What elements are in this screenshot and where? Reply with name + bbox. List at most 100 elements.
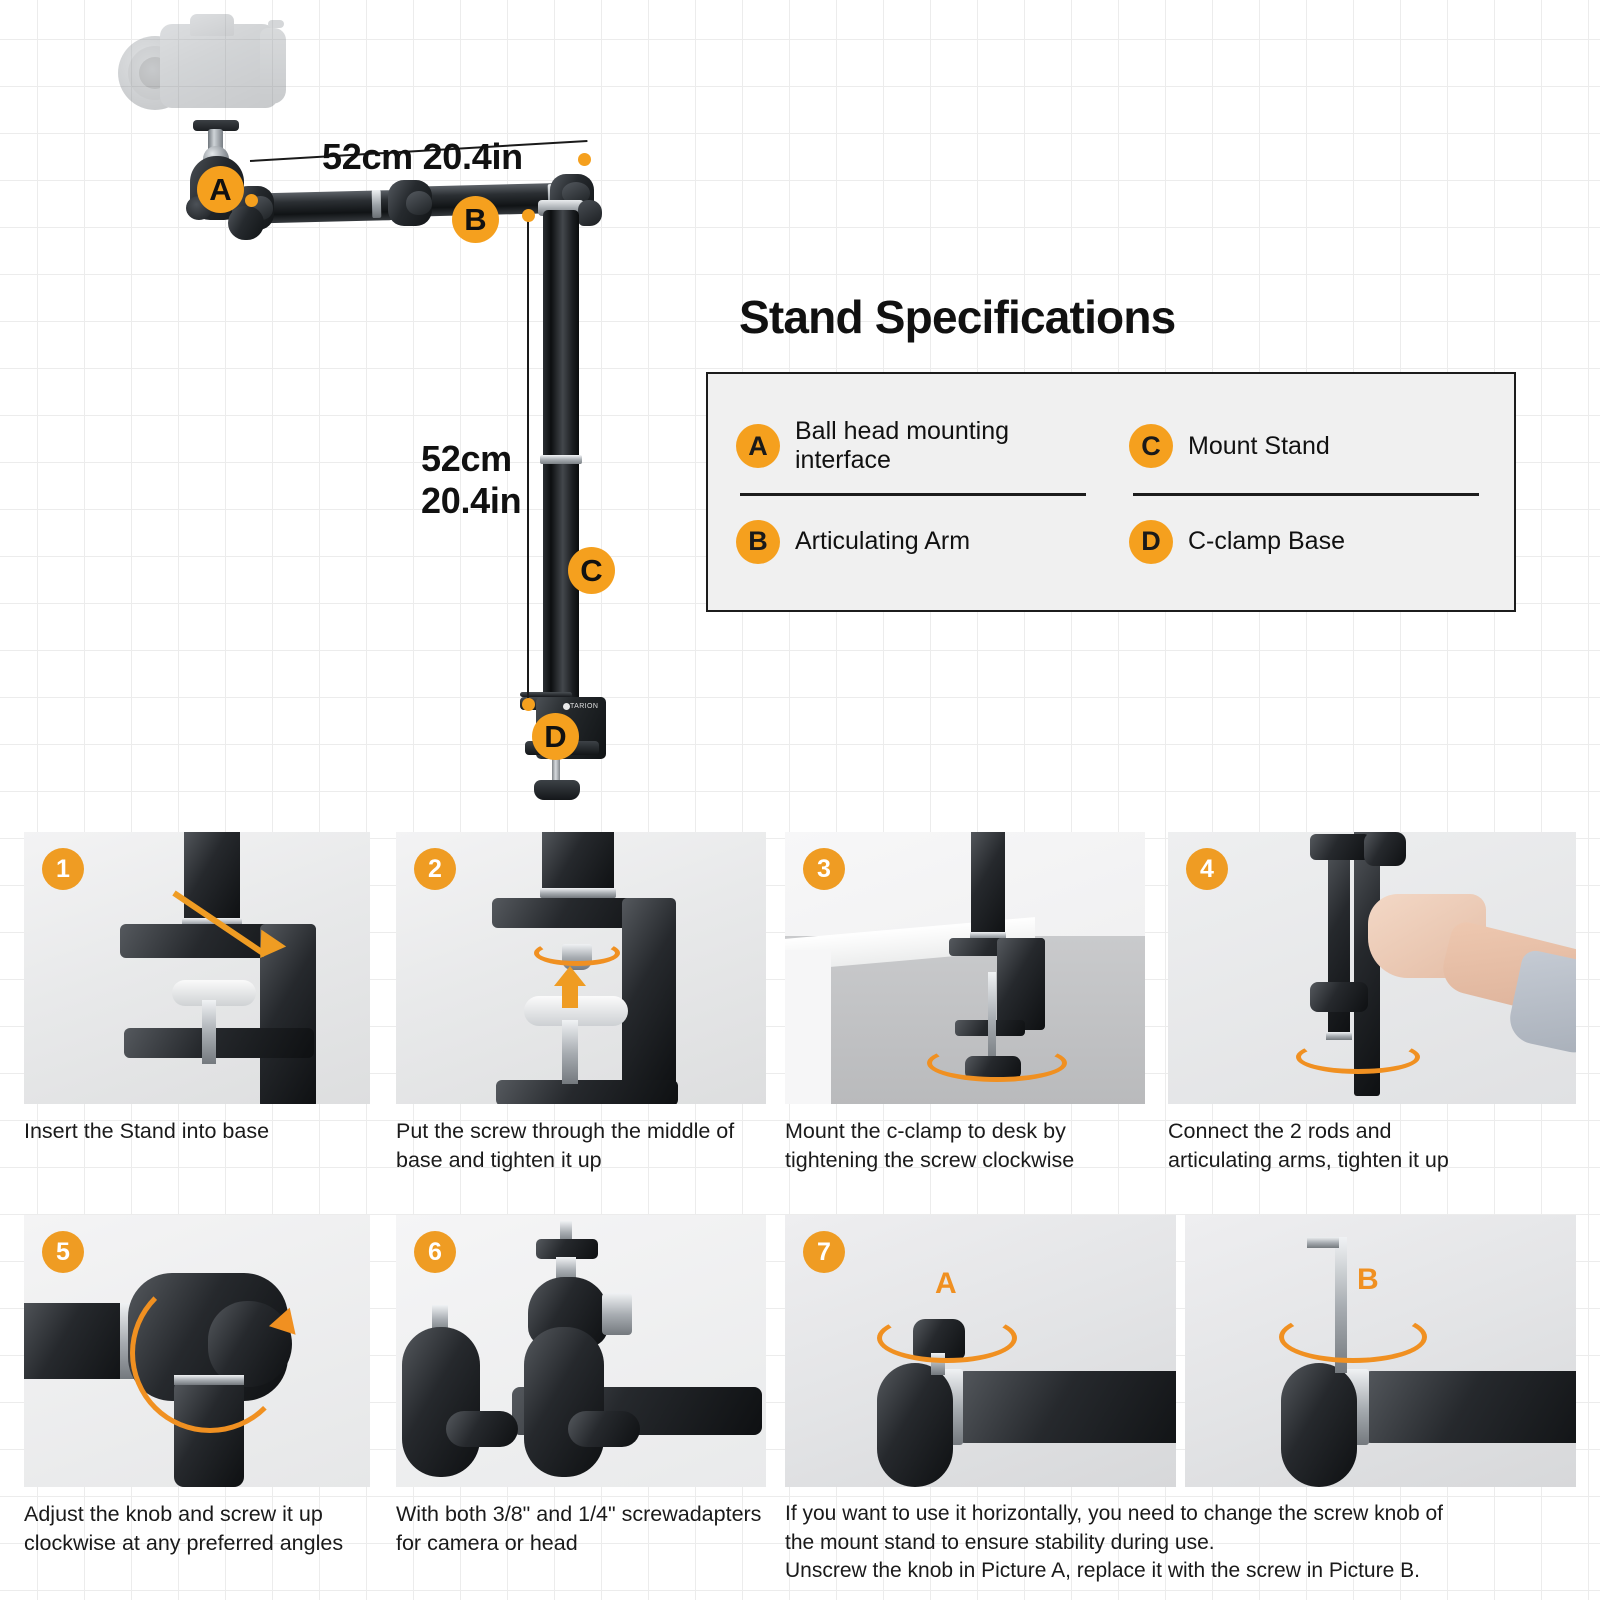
step-2-caption: Put the screw through the middle of base… bbox=[396, 1119, 735, 1172]
rotate-arrow bbox=[534, 940, 620, 966]
step-6-caption: With both 3/8" and 1/4" screwadapters fo… bbox=[396, 1502, 762, 1555]
sub-label-a: A bbox=[935, 1267, 957, 1300]
mount-rod bbox=[971, 832, 1005, 940]
mount-screw-knob bbox=[536, 1239, 598, 1259]
step-7-caption: If you want to use it horizontally, you … bbox=[785, 1502, 1444, 1583]
arm-joint-mid-knob bbox=[406, 191, 432, 215]
callout-badge-c: C bbox=[568, 547, 615, 594]
spec-item-c: C Mount Stand bbox=[1129, 400, 1486, 493]
spec-badge-c: C bbox=[1129, 424, 1173, 469]
clamp-screw bbox=[552, 754, 560, 784]
clamp-foot-knob bbox=[534, 780, 580, 800]
screw-shaft bbox=[562, 1020, 578, 1084]
step-3-caption: Mount the c-clamp to desk by tightening … bbox=[785, 1119, 1075, 1172]
spec-column-right: C Mount Stand D C-clamp Base bbox=[1129, 400, 1486, 588]
dimension-label-vertical-in: 20.4in bbox=[421, 479, 522, 521]
ball-stem bbox=[556, 1257, 576, 1283]
step-1-caption: Insert the Stand into base bbox=[24, 1119, 270, 1143]
spec-item-b: B Articulating Arm bbox=[736, 496, 1093, 589]
callout-badge-b: B bbox=[452, 196, 499, 243]
spec-badge-a: A bbox=[736, 424, 780, 469]
spec-divider-right bbox=[1133, 492, 1480, 496]
arm-tube-left bbox=[24, 1303, 134, 1379]
camera-lens bbox=[118, 36, 192, 110]
dimension-endpoint-bottom bbox=[522, 698, 535, 711]
camera-lens-inner bbox=[139, 57, 171, 89]
rod-collar bbox=[540, 455, 582, 464]
clamp-spine bbox=[622, 898, 676, 1088]
spec-label-a: Ball head mounting interface bbox=[795, 416, 1010, 475]
step-4-photo: 4 bbox=[1168, 832, 1576, 1104]
rod-collar bbox=[1326, 1032, 1352, 1040]
joint-pod bbox=[877, 1363, 953, 1487]
joint-knob-left bbox=[446, 1411, 518, 1447]
rod-collar bbox=[970, 932, 1006, 940]
hex-key-handle bbox=[1307, 1237, 1339, 1248]
rod-top-lever bbox=[578, 200, 602, 226]
joint-pod-left bbox=[402, 1327, 480, 1477]
camera-body bbox=[160, 24, 278, 108]
step-panel-2: 2 Put the screw through the middle of ba… bbox=[396, 832, 766, 1174]
dimension-line-vertical bbox=[527, 215, 529, 705]
rotate-arrow bbox=[1279, 1311, 1427, 1363]
step-5-photo: 5 bbox=[24, 1215, 370, 1487]
spec-column-left: A Ball head mounting interface B Articul… bbox=[736, 400, 1093, 588]
arm-joint-top-knob bbox=[1364, 832, 1406, 866]
dimension-endpoint-left bbox=[245, 194, 258, 207]
spec-badge-d: D bbox=[1129, 519, 1173, 564]
callout-badge-d: D bbox=[532, 713, 579, 760]
up-arrow-stem bbox=[562, 980, 578, 1008]
dimension-label-vertical-cm: 52cm bbox=[421, 438, 512, 479]
step-badge-6: 6 bbox=[414, 1231, 456, 1273]
rotate-arrow bbox=[1296, 1040, 1420, 1074]
dimension-endpoint-right bbox=[578, 153, 591, 166]
spec-panel-title: Stand Specifications bbox=[739, 291, 1176, 343]
brand-logo-dot bbox=[563, 703, 570, 710]
step-7-photo-a: 7 A bbox=[785, 1215, 1176, 1487]
spec-label-c: Mount Stand bbox=[1188, 431, 1330, 460]
step-1-photo: 1 bbox=[24, 832, 370, 1104]
spec-item-d: D C-clamp Base bbox=[1129, 496, 1486, 589]
step-4-caption: Connect the 2 rods and articulating arms… bbox=[1168, 1119, 1449, 1172]
up-arrow-head bbox=[554, 966, 586, 986]
clamp-spine bbox=[260, 924, 316, 1104]
assembly-steps: 1 Insert the Stand into base 2 bbox=[0, 820, 1600, 1600]
arm-tube bbox=[955, 1371, 1176, 1443]
clamp-body bbox=[997, 938, 1045, 1030]
rotate-arrow bbox=[877, 1313, 1017, 1363]
camera-pentaprism bbox=[190, 14, 234, 36]
arm-joint-c-knob bbox=[562, 182, 590, 204]
joint-pod bbox=[1281, 1363, 1357, 1487]
spec-divider-left bbox=[740, 492, 1087, 496]
screw-shaft bbox=[202, 1000, 216, 1064]
step-badge-5: 5 bbox=[42, 1231, 84, 1273]
step-5-caption: Adjust the knob and screw it up clockwis… bbox=[24, 1502, 344, 1555]
clamp-handle bbox=[520, 692, 572, 697]
callout-badge-a: A bbox=[197, 166, 244, 213]
step-badge-4: 4 bbox=[1186, 848, 1228, 890]
step-panel-5: 5 Adjust the knob and screw it up clockw… bbox=[24, 1215, 370, 1557]
rod-end bbox=[542, 832, 614, 894]
step-badge-3: 3 bbox=[803, 848, 845, 890]
spec-label-d: C-clamp Base bbox=[1188, 527, 1345, 555]
ball-head-lever bbox=[602, 1293, 632, 1335]
clamp-bottom-plate bbox=[124, 1028, 314, 1058]
camera-shutter-button bbox=[268, 20, 284, 28]
ball-head-plate bbox=[193, 120, 239, 131]
step-7-photo: 7 A B bbox=[785, 1215, 1576, 1487]
dimension-endpoint-top bbox=[522, 209, 535, 222]
rod-collar bbox=[182, 918, 242, 928]
rotate-arrow bbox=[130, 1273, 290, 1433]
brand-name: TARION bbox=[570, 703, 599, 710]
joint-knob-right bbox=[568, 1411, 640, 1447]
arm-joint-top bbox=[1310, 834, 1370, 860]
step-badge-1: 1 bbox=[42, 848, 84, 890]
dimension-label-horizontal: 52cm 20.4in bbox=[322, 136, 523, 177]
screw-top bbox=[560, 1221, 572, 1243]
screw-adapter-left bbox=[432, 1305, 448, 1333]
step-3-photo: 3 bbox=[785, 832, 1145, 1104]
step-6-photo: 6 bbox=[396, 1215, 766, 1487]
arm-joint-lower bbox=[1310, 982, 1368, 1012]
